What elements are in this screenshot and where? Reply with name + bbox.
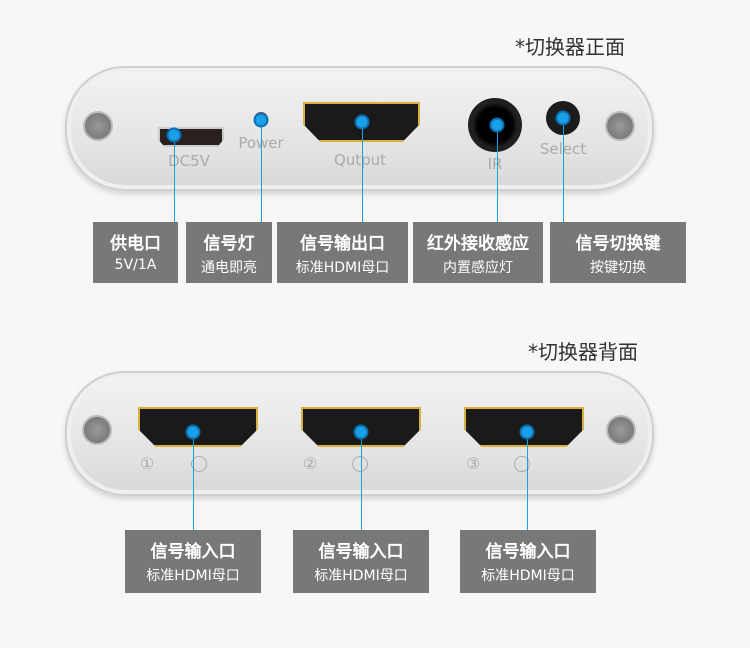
callout-line [497,125,498,222]
marker-dot [354,114,370,130]
callout-line [527,432,528,530]
port-number: ① [139,454,155,473]
marker-dot [253,112,269,128]
callout-line [362,122,363,222]
callout-select: 信号切换键按键切换 [550,222,686,283]
callout-signal-light: 信号灯通电即亮 [186,222,272,283]
marker-dot [519,424,535,440]
callout-input-2: 信号输入口标准HDMI母口 [293,530,429,593]
back-title: *切换器背面 [528,340,638,364]
callout-input-1: 信号输入口标准HDMI母口 [125,530,261,593]
screw-icon [605,111,635,141]
port-led [514,456,530,472]
callout-ir: 红外接收感应内置感应灯 [413,222,543,283]
screw-icon [82,415,112,445]
dc-label: DC5V [168,152,210,170]
port-number: ③ [465,454,481,473]
marker-dot [555,110,571,126]
callout-input-3: 信号输入口标准HDMI母口 [460,530,596,593]
marker-dot [185,424,201,440]
output-label: Qutput [333,151,387,169]
screw-icon [83,111,113,141]
callout-line [261,120,262,222]
callout-line [193,432,194,530]
callout-line [361,432,362,530]
marker-dot [166,127,182,143]
callout-line [563,118,564,222]
port-led [191,456,207,472]
marker-dot [353,424,369,440]
callout-line [174,135,175,222]
port-number: ② [302,454,318,473]
front-title: *切换器正面 [515,35,625,59]
screw-icon [606,415,636,445]
port-led [352,456,368,472]
marker-dot [489,117,505,133]
ir-label: IR [487,155,503,173]
callout-output: 信号输出口标准HDMI母口 [277,222,408,283]
